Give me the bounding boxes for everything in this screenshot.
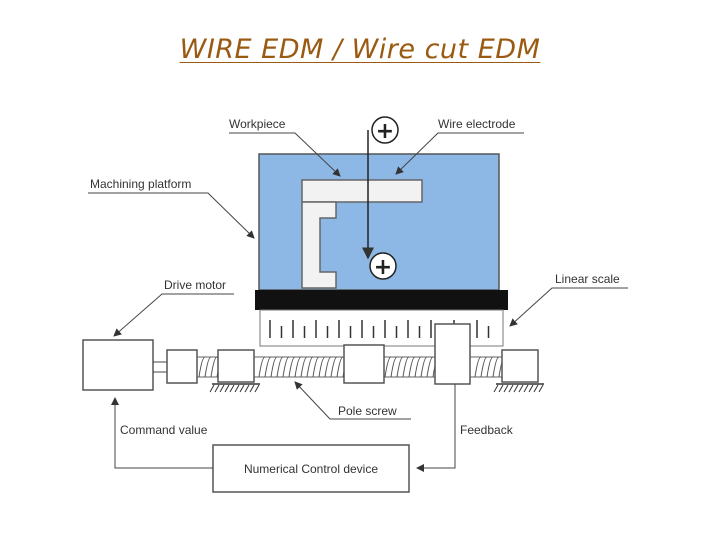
hatch-line: [239, 384, 245, 393]
workpiece-label: Workpiece: [229, 117, 286, 131]
hatch-line: [244, 384, 250, 393]
screw-thread: [306, 356, 314, 378]
machine-table: [255, 290, 508, 310]
screw-thread: [426, 356, 434, 378]
bearing-block-right: [501, 349, 539, 383]
screw-thread: [492, 356, 500, 378]
hatch-line: [209, 384, 215, 393]
scale-reader: [434, 323, 471, 385]
screw-thread: [474, 356, 482, 378]
hatch-line: [528, 384, 534, 393]
hatch-line: [503, 384, 509, 393]
screw-thread: [198, 356, 206, 378]
screw-thread: [396, 356, 404, 378]
screw-thread: [324, 356, 332, 378]
slide-title: WIRE EDM / Wire cut EDM: [179, 34, 541, 65]
nc-device-box: [212, 444, 410, 493]
top-electrode-plus: +: [376, 119, 394, 144]
hatch-line: [513, 384, 519, 393]
hatch-line: [518, 384, 524, 393]
hatch-line: [498, 384, 504, 393]
screw-thread: [276, 356, 284, 378]
bearing-block-left: [217, 349, 255, 383]
screw-thread: [204, 356, 212, 378]
nc-device-label: Numerical Control device: [244, 462, 378, 476]
screw-thread: [312, 356, 320, 378]
screw-thread: [258, 356, 266, 378]
hatch-line: [219, 384, 225, 393]
drive-motor-body: [82, 339, 154, 391]
hatch-line: [254, 384, 260, 393]
screw-thread: [210, 356, 218, 378]
screw-thread: [294, 356, 302, 378]
hatch-line: [234, 384, 240, 393]
ball-nut: [343, 344, 385, 384]
wire-electrode-label: Wire electrode: [438, 117, 516, 131]
screw-thread: [270, 356, 278, 378]
hatch-line: [493, 384, 499, 393]
screw-thread: [486, 356, 494, 378]
screw-thread: [414, 356, 422, 378]
command-value-label: Command value: [120, 423, 208, 437]
drive-motor-label: Drive motor: [164, 278, 226, 292]
hatch-line: [523, 384, 529, 393]
screw-thread: [402, 356, 410, 378]
bottom-electrode-symbol: +: [369, 252, 397, 280]
screw-thread: [480, 356, 488, 378]
machining-platform-label: Machining platform: [90, 177, 191, 191]
pole-screw-label: Pole screw: [338, 404, 397, 418]
top-electrode-symbol: +: [371, 116, 399, 144]
screw-thread: [384, 356, 392, 378]
linear-scale-label: Linear scale: [555, 272, 620, 286]
screw-thread: [282, 356, 290, 378]
hatch-line: [214, 384, 220, 393]
ground-hatch-right: [493, 383, 544, 393]
coupling: [166, 349, 198, 384]
bottom-electrode-plus: +: [374, 255, 392, 280]
screw-thread: [390, 356, 398, 378]
screw-thread: [330, 356, 338, 378]
screw-thread: [288, 356, 296, 378]
hatch-line: [249, 384, 255, 393]
hatch-line: [229, 384, 235, 393]
screw-thread: [408, 356, 416, 378]
feedback-line: [416, 384, 456, 472]
ground-hatch-left: [209, 383, 260, 393]
hatch-line: [538, 384, 544, 393]
hatch-line: [508, 384, 514, 393]
feedback-label: Feedback: [460, 423, 514, 437]
screw-thread: [318, 356, 326, 378]
screw-thread: [336, 356, 344, 378]
workpiece-shape: [301, 179, 423, 289]
hatch-line: [533, 384, 539, 393]
screw-thread: [420, 356, 428, 378]
screw-thread: [300, 356, 308, 378]
screw-thread: [264, 356, 272, 378]
hatch-line: [224, 384, 230, 393]
command-value-line: [111, 397, 213, 469]
